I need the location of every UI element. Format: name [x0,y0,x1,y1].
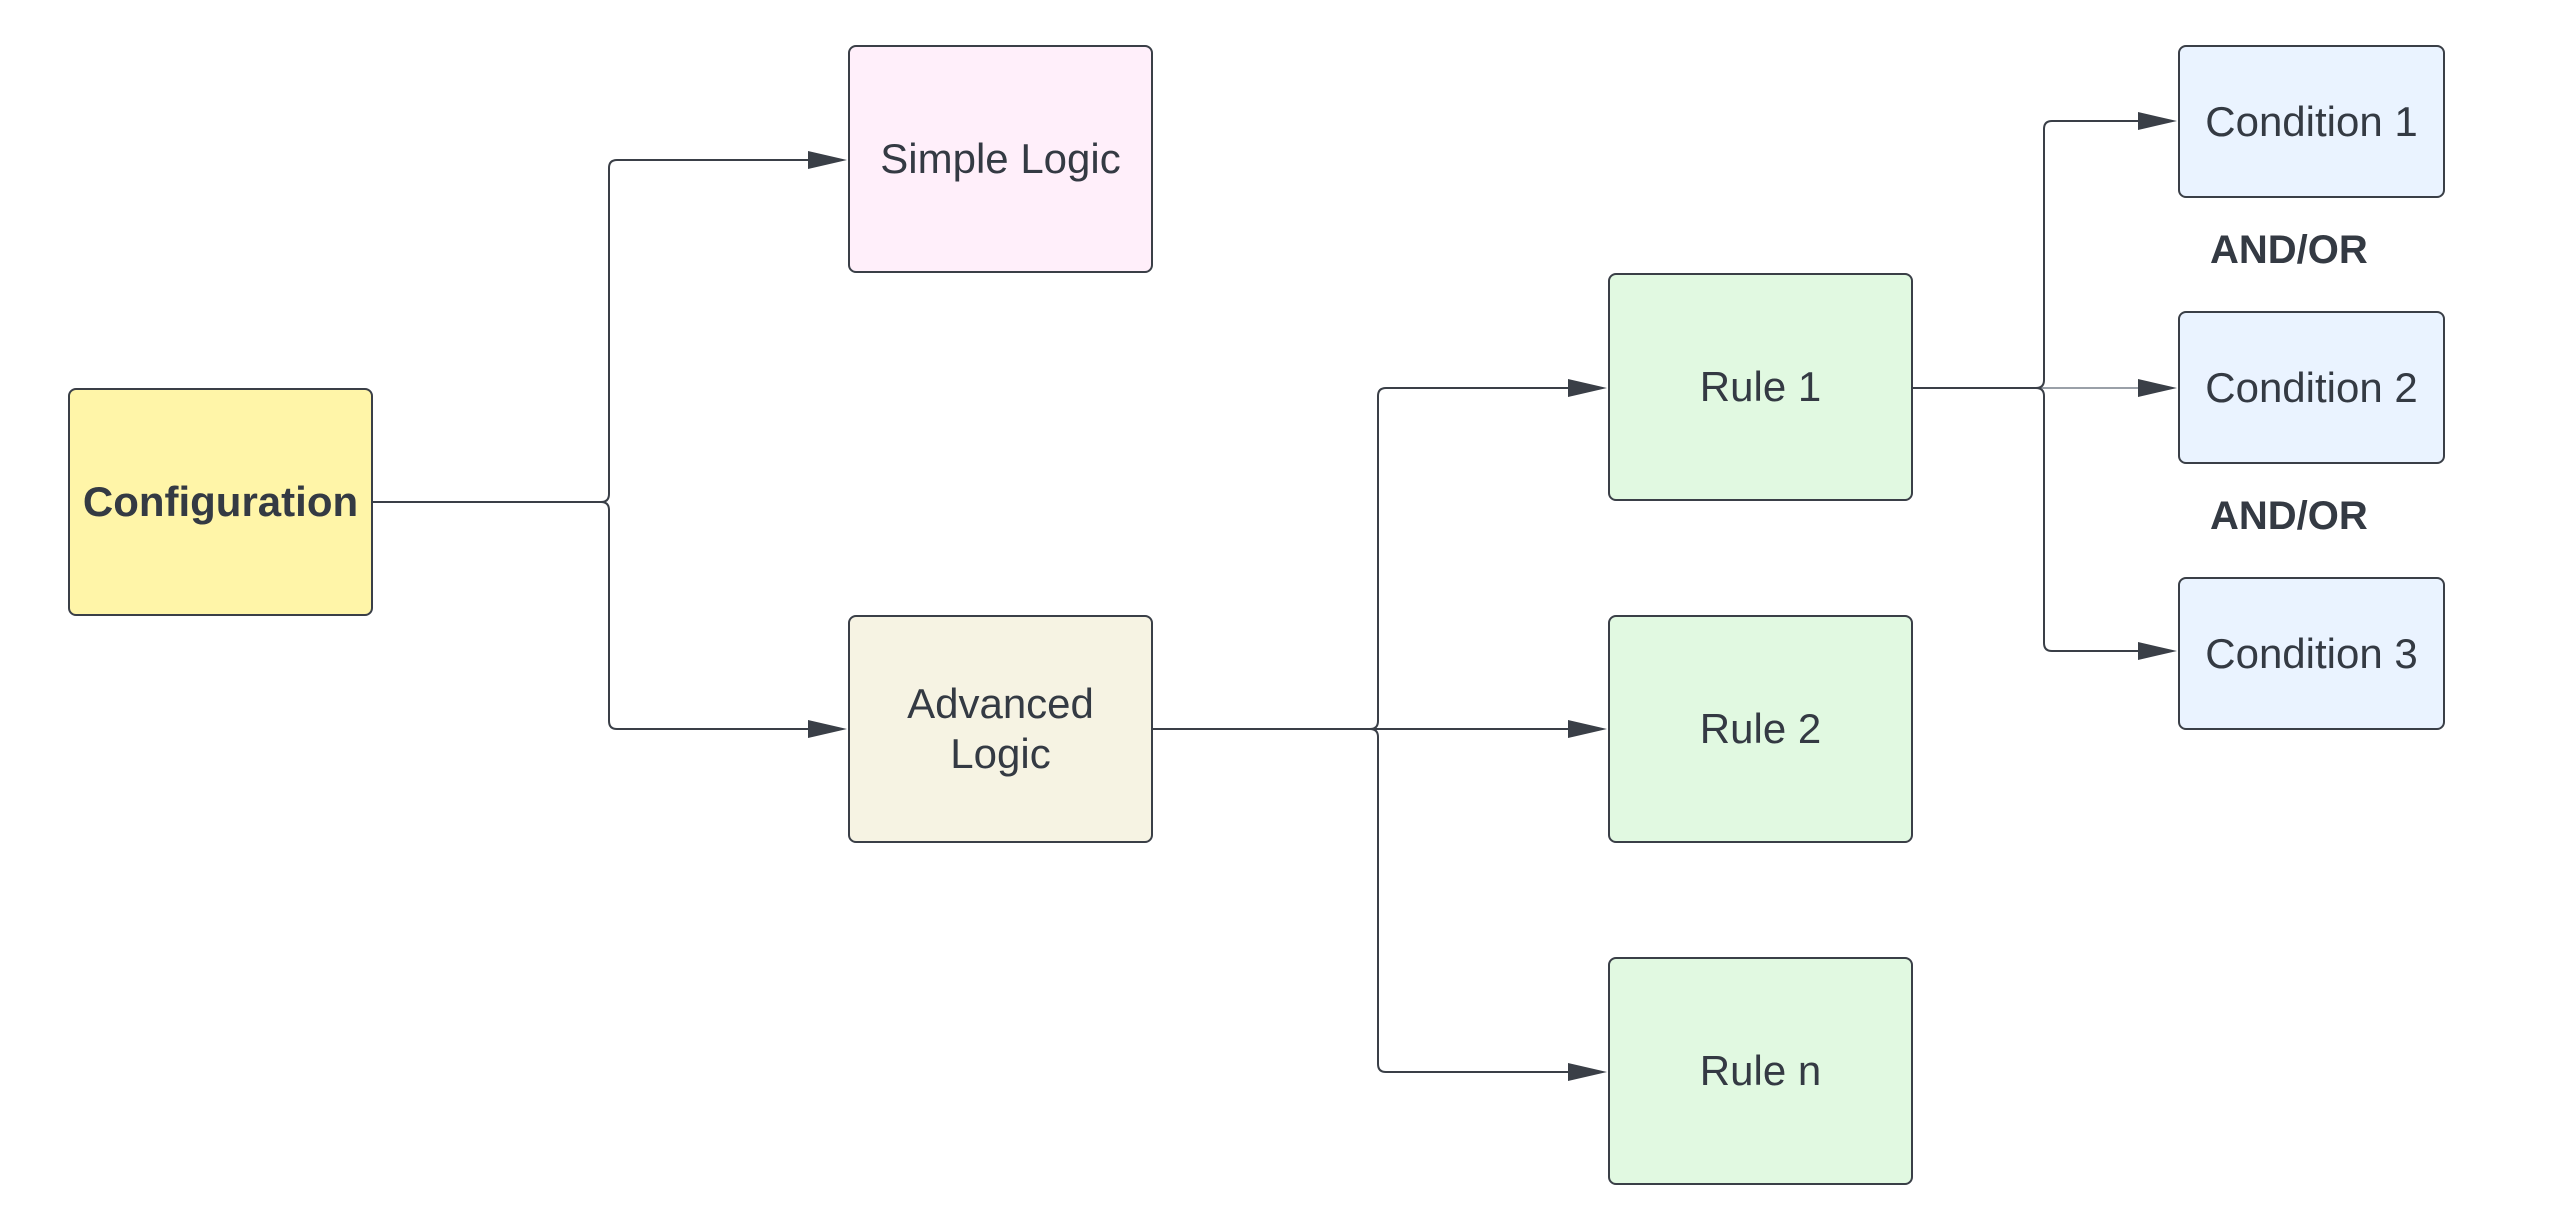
arrowhead-advanced-logic [808,720,847,738]
and-or-label-2: AND/OR [2210,494,2368,538]
simple-logic-label: Simple Logic [880,135,1121,182]
rule-n-label: Rule n [1699,1047,1822,1094]
configuration-label: Configuration [82,478,359,525]
condition-3-label: Condition 3 [2205,629,2418,677]
edge-advanced-logic-to-rule-1 [1369,387,1568,730]
condition-1-label: Condition 1 [2205,97,2418,145]
edge-rule-1-to-condition-3 [2035,387,2138,652]
configuration-node[interactable]: Configuration [68,388,373,616]
condition-2-node[interactable]: Condition 2 [2178,311,2445,464]
arrowhead-condition-1 [2138,112,2177,130]
condition-3-node[interactable]: Condition 3 [2178,577,2445,730]
arrowhead-condition-2 [2138,379,2177,397]
condition-2-label: Condition 2 [2205,363,2418,411]
advanced-logic-node[interactable]: Advanced Logic [848,615,1153,843]
arrowhead-simple-logic [808,151,847,169]
rule-n-node[interactable]: Rule n [1608,957,1913,1185]
arrowhead-condition-3 [2138,642,2177,660]
edge-rule-1-to-condition-1 [2035,120,2138,389]
arrowhead-rule-1 [1568,379,1607,397]
advanced-logic-label: Advanced Logic [907,680,1094,777]
edge-advanced-logic-to-rule-n [1369,728,1568,1073]
rule-2-node[interactable]: Rule 2 [1608,615,1913,843]
rule-1-label: Rule 1 [1699,363,1822,410]
and-or-label-1: AND/OR [2210,228,2368,272]
condition-1-node[interactable]: Condition 1 [2178,45,2445,198]
rule-2-label: Rule 2 [1699,705,1822,752]
simple-logic-node[interactable]: Simple Logic [848,45,1153,273]
edge-configuration-to-simple-logic [373,159,808,503]
rule-1-node[interactable]: Rule 1 [1608,273,1913,501]
edge-configuration-to-advanced-logic [600,501,808,730]
arrowhead-rule-n [1568,1063,1607,1081]
arrowhead-rule-2 [1568,720,1607,738]
